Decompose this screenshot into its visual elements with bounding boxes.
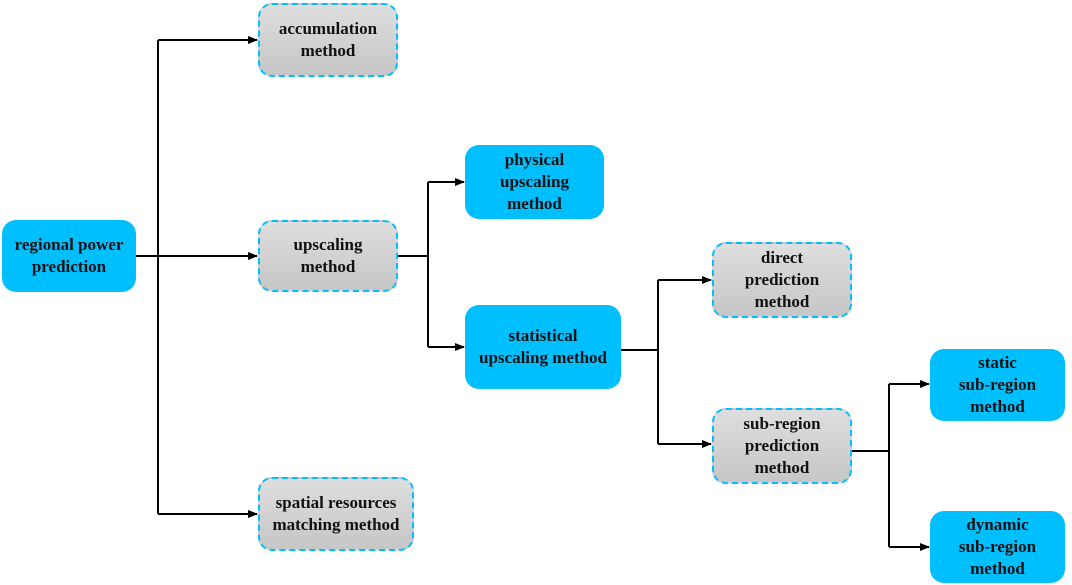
node-upscaling-method: upscaling method: [258, 220, 398, 292]
node-regional-power-prediction: regional power prediction: [2, 220, 136, 292]
node-physical-upscaling-method: physical upscaling method: [465, 145, 604, 219]
node-sub-region-prediction-method-label: sub-region prediction method: [743, 414, 821, 477]
node-accumulation-method-label: accumulation method: [278, 19, 378, 60]
node-statistical-upscaling-method: statistical upscaling method: [465, 305, 621, 389]
node-direct-prediction-method-label: direct prediction method: [744, 248, 820, 311]
node-static-sub-region-method: static sub-region method: [930, 349, 1065, 421]
node-direct-prediction-method: direct prediction method: [712, 242, 852, 318]
node-spatial-resources-matching-method-label: spatial resources matching method: [272, 493, 400, 534]
node-spatial-resources-matching-method: spatial resources matching method: [258, 477, 414, 551]
node-accumulation-method: accumulation method: [258, 3, 398, 77]
node-statistical-upscaling-method-label: statistical upscaling method: [479, 326, 607, 367]
node-dynamic-sub-region-method-label: dynamic sub-region method: [958, 515, 1037, 578]
node-static-sub-region-method-label: static sub-region method: [958, 353, 1037, 416]
node-dynamic-sub-region-method: dynamic sub-region method: [930, 511, 1065, 583]
node-upscaling-method-label: upscaling method: [293, 235, 363, 276]
node-physical-upscaling-method-label: physical upscaling method: [500, 150, 569, 213]
node-sub-region-prediction-method: sub-region prediction method: [712, 408, 852, 484]
node-regional-power-prediction-label: regional power prediction: [14, 235, 124, 276]
